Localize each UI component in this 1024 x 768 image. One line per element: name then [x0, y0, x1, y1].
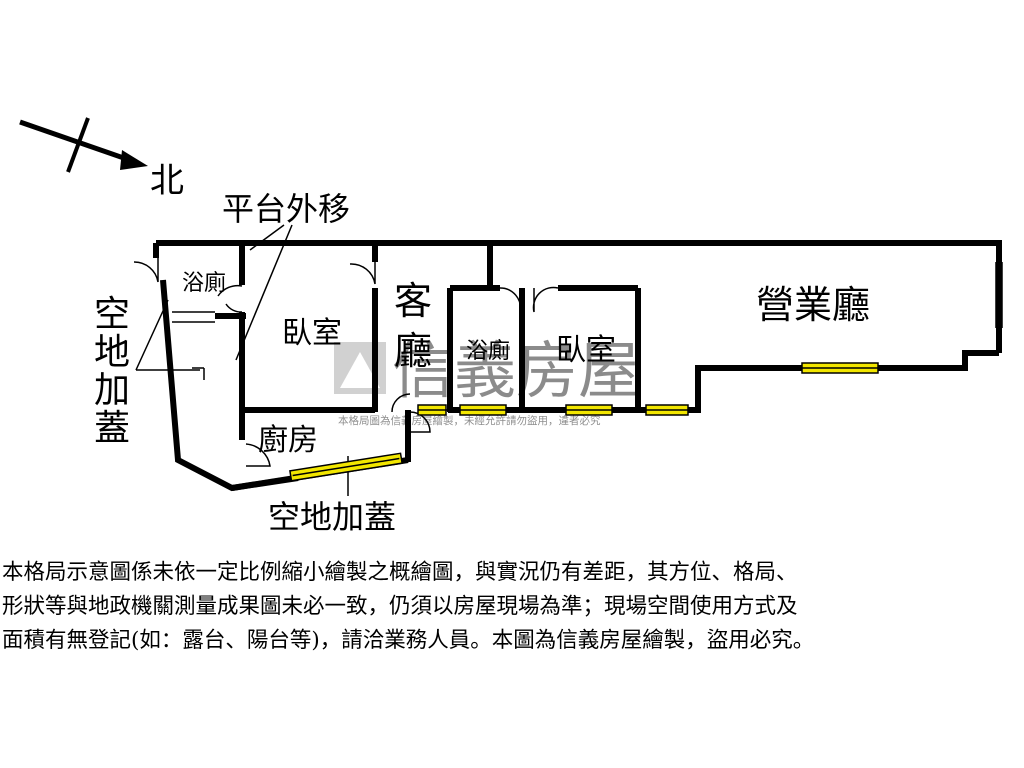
- windows: [289, 362, 879, 482]
- door-kitchen-corridor: [391, 393, 411, 413]
- door-bedroom-center: [532, 286, 559, 313]
- door-living-room: [349, 262, 376, 285]
- label-bath-center: 浴廁: [466, 339, 510, 364]
- label-platform-moved: 平台外移: [222, 190, 350, 228]
- compass-cross-line: [66, 117, 90, 173]
- label-living-room: 客廳: [394, 279, 432, 373]
- door-bath-left: [133, 258, 159, 283]
- label-business-hall: 營業廳: [756, 283, 870, 327]
- label-vacant-land-bottom: 空地加蓋: [268, 498, 396, 536]
- door-bath-center: [499, 287, 522, 313]
- label-bedroom-left: 臥室: [282, 316, 342, 351]
- floor-plan: 信義房屋 本格局圖為信義房屋繪製，未經允許請勿盜用，違者必究 北: [19, 117, 1003, 536]
- label-bedroom-center: 臥室: [556, 333, 616, 368]
- compass-north-label: 北: [150, 161, 184, 201]
- door-bath-inner: [217, 284, 243, 297]
- watermark-brand: 信義房屋: [392, 334, 640, 407]
- watermark: 信義房屋 本格局圖為信義房屋繪製，未經允許請勿盜用，違者必究: [334, 334, 640, 427]
- door-kitchen-right: [409, 411, 431, 433]
- door-kitchen-left: [245, 443, 271, 467]
- label-bath-left: 浴廁: [182, 271, 226, 296]
- door-bedroom-left: [225, 303, 243, 313]
- disclaimer-text: 本格局示意圖係未依一定比例縮小繪製之概繪圖，與實況仍有差距，其方位、格局、 形狀…: [2, 560, 815, 653]
- compass: 北: [19, 117, 184, 201]
- compass-arrow-head-icon: [120, 150, 148, 170]
- label-vacant-land-left: 空地加蓋: [94, 294, 130, 449]
- watermark-notice: 本格局圖為信義房屋繪製，未經允許請勿盜用，違者必究: [338, 414, 601, 427]
- label-kitchen: 廚房: [258, 423, 318, 458]
- doors: [133, 258, 559, 467]
